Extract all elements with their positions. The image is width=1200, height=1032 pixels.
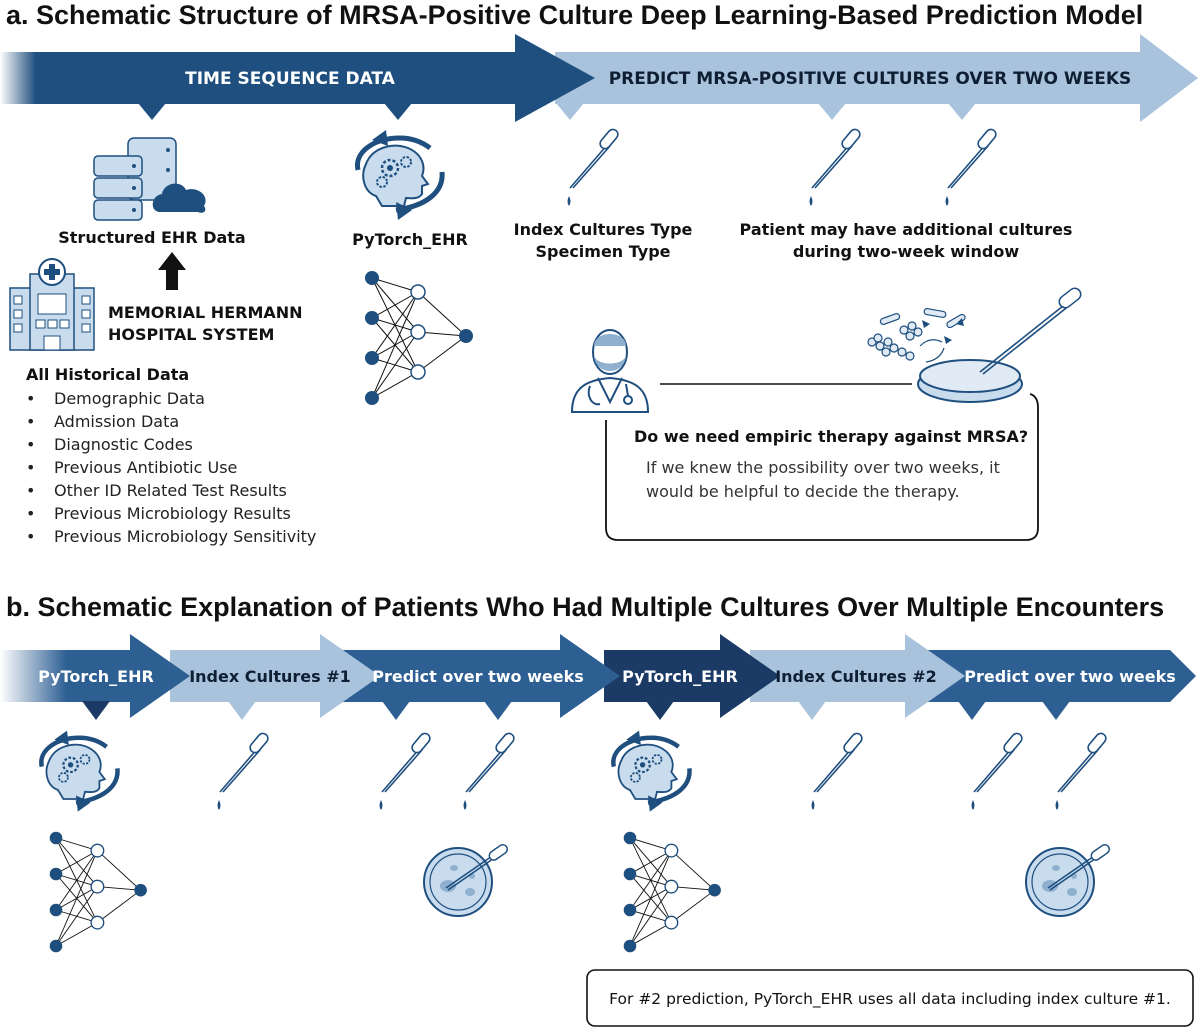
arrow-shape [604,634,780,718]
pipette-icon [1054,730,1109,811]
brain-gear-icon [613,731,689,812]
structured-ehr-label: Structured EHR Data [58,228,245,247]
band-right-shape [555,34,1198,122]
additional-cultures-line1: Patient may have additional cultures [740,220,1073,239]
pytorch-label: PyTorch_EHR [352,230,468,249]
arrow-label-index-2: Index Cultures #2 [775,667,937,686]
upward-arrow-icon [158,252,186,290]
arrow-label-predict-1: Predict over two weeks [372,667,583,686]
svg-text:•: • [26,504,35,523]
arrow-label-predict-2: Predict over two weeks [964,667,1175,686]
band-left-shape [0,34,595,122]
pipette-icon [566,126,621,207]
arrow-shape [750,634,965,718]
note-box [586,969,1194,1027]
bacteria-arrows [922,318,964,344]
hospital-label-line1: MEMORIAL HERMANN [108,303,303,322]
petri-dish-icon [423,841,511,917]
answer-line1: If we knew the possibility over two week… [646,458,1000,477]
arrow-shape [340,634,620,718]
brain-gear-icon [41,731,117,812]
arrow-label-pytorch-1: PyTorch_EHR [38,667,154,686]
pipette-icon [462,730,517,811]
list-item: Diagnostic Codes [54,435,193,454]
list-item: Demographic Data [54,389,205,408]
historical-data-title: All Historical Data [26,365,189,384]
band-left-label: TIME SEQUENCE DATA [185,69,396,89]
neural-network-icon [623,831,722,953]
svg-text:•: • [26,481,35,500]
question-callout-box [605,393,1039,541]
svg-text:•: • [26,412,35,431]
pipette-icon [378,730,433,811]
band-right-label: PREDICT MRSA-POSITIVE CULTURES OVER TWO … [609,69,1132,89]
doctor-icon [570,329,650,413]
pipette-icon [810,730,865,811]
list-item: Previous Microbiology Results [54,504,291,523]
list-item: Previous Microbiology Sensitivity [54,527,316,546]
database-icon [93,137,177,221]
svg-text:•: • [26,458,35,477]
bacteria-icon [867,308,966,363]
pipette-icon [808,126,863,207]
list-item: Previous Antibiotic Use [54,458,237,477]
hospital-label-line2: HOSPITAL SYSTEM [108,325,274,344]
panel-b-arrow-band: PyTorch_EHR Index Cultures #1 Predict ov… [0,634,1196,720]
panel-b-title: b. Schematic Explanation of Patients Who… [6,592,1164,622]
arrow-shape [0,634,190,718]
arrow-shape [170,634,380,718]
panel-a-title: a. Schematic Structure of MRSA-Positive … [6,0,1143,30]
additional-cultures-line2: during two-week window [793,242,1019,261]
arrow-shape [924,650,1196,702]
arrow-label-index-1: Index Cultures #1 [189,667,351,686]
cloud-icon [152,183,206,213]
index-cultures-line1: Index Cultures Type [514,220,693,239]
pipette-icon [944,126,999,207]
brain-gear-icon [357,130,442,220]
index-cultures-line2: Specimen Type [535,242,670,261]
hospital-icon [9,258,95,351]
pipette-icon [216,730,271,811]
svg-text:•: • [26,389,35,408]
pipette-icon [970,730,1025,811]
answer-line2: would be helpful to decide the therapy. [646,482,960,501]
list-item: Admission Data [54,412,179,431]
neural-network-icon [364,270,474,406]
neural-network-icon [49,831,148,953]
svg-text:•: • [26,527,35,546]
arrow-label-pytorch-2: PyTorch_EHR [622,667,738,686]
list-item: Other ID Related Test Results [54,481,287,500]
petri-dish-icon [917,287,1082,403]
panel-a-arrow-band: TIME SEQUENCE DATA PREDICT MRSA-POSITIVE… [0,34,1198,122]
petri-dish-icon [1025,841,1113,917]
note-text: For #2 prediction, PyTorch_EHR uses all … [609,990,1171,1009]
question-text: Do we need empiric therapy against MRSA? [634,427,1028,446]
historical-data-list: • Demographic Data • Admission Data • Diagn… [26,389,316,546]
svg-text:•: • [26,435,35,454]
